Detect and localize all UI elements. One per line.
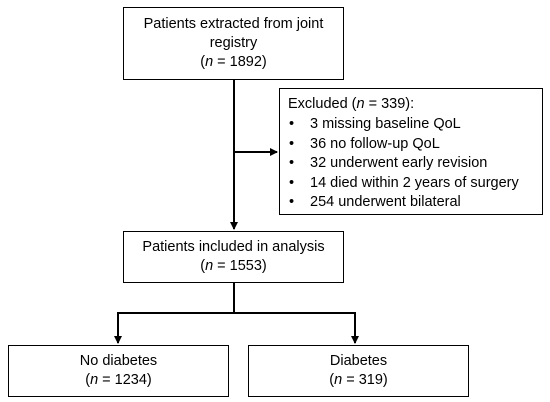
exclusion-reasons-list: •3 missing baseline QoL •36 no follow-up… [288,115,534,213]
bullet-icon: • [289,155,295,171]
included-box: Patients included in analysis (n = 1553) [123,231,344,283]
diabetes-box: Diabetes (n = 319) [248,345,469,397]
bullet-icon: • [289,135,295,152]
diabetes-count: (n = 319) [329,372,388,388]
bullet-icon: • [289,194,295,210]
exclusion-reason: •32 underwent early revision [288,154,534,174]
exclusion-reason: •3 missing baseline QoL [288,115,534,135]
exclusion-reason: •14 died within 2 years of surgery [288,174,534,194]
no-diabetes-count: (n = 1234) [85,372,152,388]
no-diabetes-title: No diabetes [79,353,158,369]
bullet-icon: • [289,116,295,132]
registry-count: (n = 1892) [200,54,267,70]
diabetes-title: Diabetes [329,353,388,369]
included-count: (n = 1553) [200,258,267,274]
no-diabetes-box: No diabetes (n = 1234) [8,345,229,397]
registry-title-line1: Patients extracted from joint [143,16,324,32]
registry-box: Patients extracted from joint registry (… [123,7,344,80]
exclusion-reason: •36 no follow-up QoL [288,135,534,155]
bullet-icon: • [289,174,295,191]
excluded-heading: Excluded (n = 339): [288,96,415,112]
exclusion-reason: •254 underwent bilateral [288,193,534,213]
registry-title-line2: registry [209,35,258,51]
included-title: Patients included in analysis [142,239,325,255]
excluded-box: Excluded (n = 339): •3 missing baseline … [279,88,543,215]
